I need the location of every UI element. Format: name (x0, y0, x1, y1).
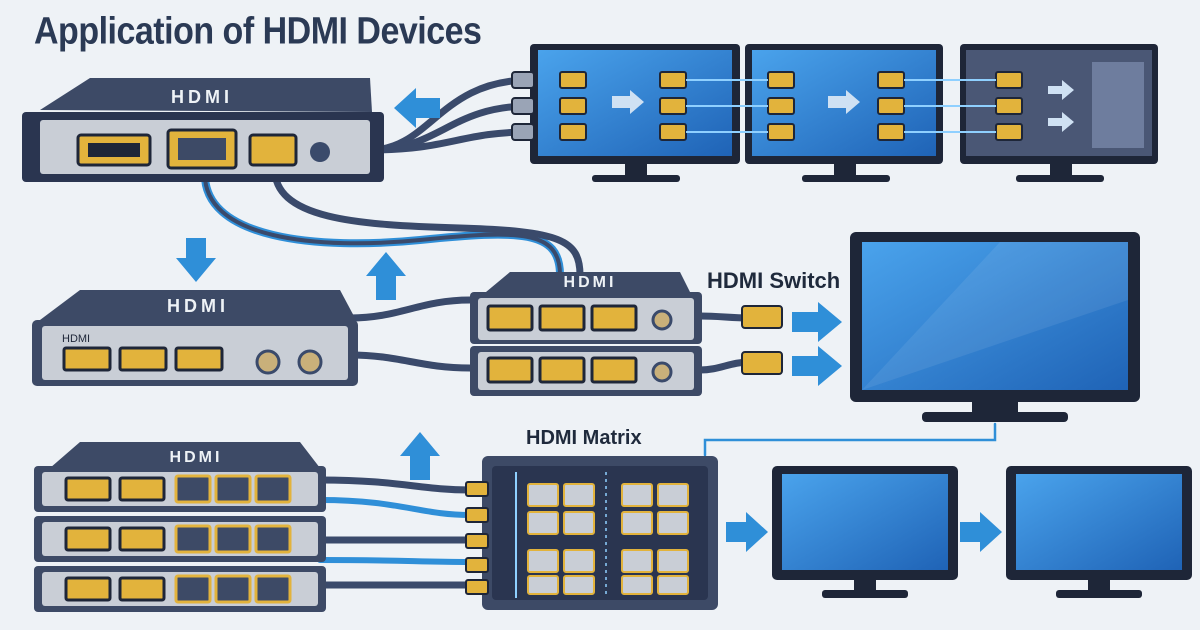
top-cable-plugs (511, 71, 535, 141)
arrow-right-icon (792, 346, 842, 386)
hdmi-switch-label: HDMI Switch (707, 268, 841, 293)
monitor-icon (772, 466, 958, 598)
hdmi-port-icon (76, 133, 152, 167)
arrow-left-icon (394, 88, 440, 128)
svg-text:HDMI: HDMI (170, 449, 223, 466)
top-monitor-connectors (559, 71, 1074, 141)
hdmi-logo: HDMI (564, 274, 617, 291)
arrow-right-icon (792, 302, 842, 342)
ethernet-port-icon (166, 128, 238, 170)
cables (200, 76, 997, 589)
hdmi-logo: HDMI (170, 449, 223, 466)
arrow-up-icon (400, 432, 440, 480)
svg-text:HDMI: HDMI (564, 274, 617, 291)
monitor-top-3 (960, 44, 1158, 182)
hdmi-device-middle: HDMI HDMI (32, 290, 358, 386)
hdmi-matrix-label: HDMI Matrix (526, 427, 642, 449)
panel-label: HDMI (62, 333, 90, 345)
hdmi-matrix (465, 456, 718, 610)
svg-text:HDMI: HDMI (171, 87, 233, 107)
hdmi-device-stack: HDMI (34, 442, 326, 612)
arrow-right-icon (960, 512, 1002, 552)
arrow-down-icon (176, 238, 216, 282)
hdmi-switch: HDMI (470, 272, 783, 396)
hdmi-logo: HDMI (140, 87, 264, 107)
monitor-icon (1006, 466, 1192, 598)
arrow-right-icon (726, 512, 768, 552)
hdmi-device-top: HDMI (22, 78, 384, 182)
tv-icon (850, 232, 1140, 422)
arrow-up-icon (366, 252, 406, 300)
svg-text:HDMI: HDMI (167, 296, 229, 316)
page-title: Application of HDMI Devices (34, 10, 482, 53)
hdmi-logo: HDMI (167, 296, 229, 316)
